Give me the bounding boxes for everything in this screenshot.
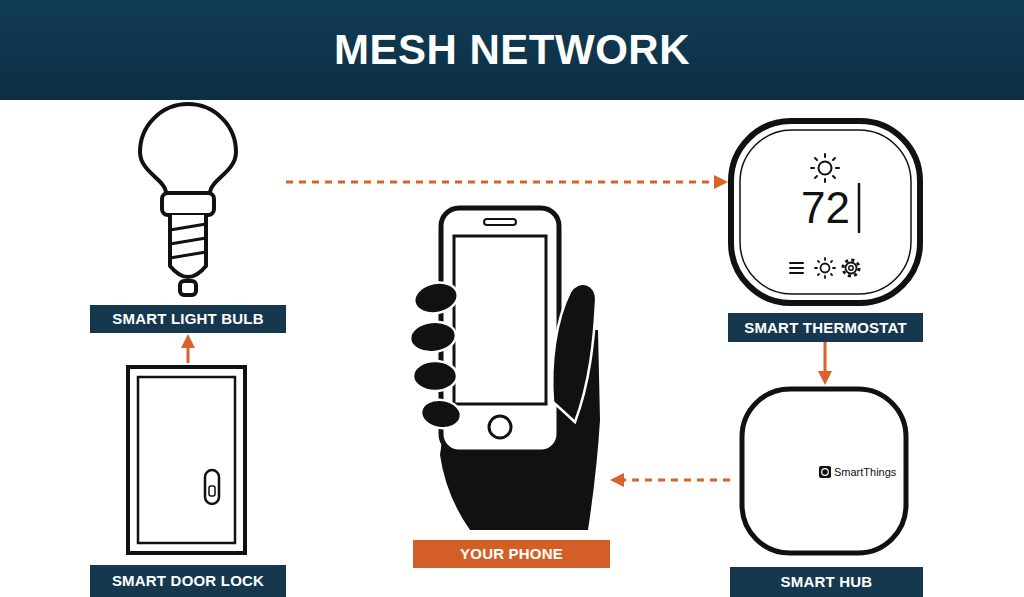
gear-hole bbox=[849, 266, 853, 270]
ray bbox=[833, 267, 835, 269]
finger bbox=[411, 279, 460, 317]
bulb-thread bbox=[170, 252, 206, 258]
door-panel bbox=[138, 377, 235, 543]
ray bbox=[833, 158, 835, 160]
device-label: SMART THERMOSTAT bbox=[728, 313, 923, 342]
lock-latch bbox=[209, 486, 215, 496]
fingers bbox=[409, 279, 463, 431]
ray bbox=[831, 274, 832, 275]
hub-icon bbox=[742, 389, 906, 553]
brand-logo-ring bbox=[822, 469, 829, 476]
thumb bbox=[552, 284, 596, 422]
ray bbox=[824, 179, 826, 182]
brand-name: SmartThings bbox=[834, 464, 896, 480]
page-title: MESH NETWORK bbox=[0, 0, 1024, 100]
bulb-icon bbox=[140, 104, 236, 295]
ray bbox=[815, 267, 817, 269]
bulb-thread bbox=[170, 238, 206, 244]
door-icon bbox=[128, 367, 245, 553]
phone-node: YOUR PHONE bbox=[413, 205, 610, 568]
device-node: SMART LIGHT BULB bbox=[90, 108, 286, 334]
finger bbox=[413, 361, 457, 391]
menu-line bbox=[790, 262, 803, 264]
ray bbox=[831, 261, 832, 262]
brand-logo bbox=[819, 466, 831, 478]
ray bbox=[824, 276, 826, 278]
ray bbox=[833, 176, 835, 178]
sun-rays bbox=[811, 154, 839, 182]
bulb-globe bbox=[140, 104, 236, 193]
finger bbox=[409, 320, 458, 355]
menu-line bbox=[790, 272, 803, 274]
hub-body bbox=[742, 389, 906, 553]
arrow bbox=[824, 342, 827, 371]
ray bbox=[824, 154, 826, 157]
ray bbox=[818, 274, 819, 275]
lock-body bbox=[205, 470, 219, 504]
phone-in-hand-icon bbox=[409, 208, 600, 530]
small-sun-symbol bbox=[821, 264, 830, 273]
device-label: SMART LIGHT BULB bbox=[90, 305, 286, 333]
door-frame bbox=[128, 367, 245, 553]
bulb-tip bbox=[180, 281, 196, 295]
menu-symbol bbox=[790, 263, 803, 273]
arrow bbox=[187, 348, 190, 363]
ray bbox=[815, 176, 817, 178]
bulb-thread bbox=[170, 224, 206, 230]
bulb-collar bbox=[162, 193, 214, 215]
menu-line bbox=[790, 267, 803, 269]
device-label: SMART DOOR LOCK bbox=[90, 565, 286, 597]
gear-ring bbox=[846, 263, 857, 274]
temperature-reading: 72 bbox=[728, 184, 923, 232]
small-sun-rays bbox=[815, 258, 835, 278]
level-bar bbox=[858, 184, 861, 232]
ray bbox=[818, 261, 819, 262]
ray bbox=[824, 258, 826, 260]
bulb-base bbox=[170, 215, 206, 277]
device-node: SmartThingsSMART HUB bbox=[730, 385, 923, 597]
device-node: 72SMART THERMOSTAT bbox=[728, 118, 923, 342]
phone-label: YOUR PHONE bbox=[413, 540, 610, 568]
dotted-arrow bbox=[286, 181, 714, 184]
ray bbox=[836, 167, 839, 169]
home-button bbox=[489, 416, 511, 438]
finger bbox=[419, 397, 463, 430]
gear-teeth bbox=[843, 260, 859, 276]
ray bbox=[815, 158, 817, 160]
title-banner: MESH NETWORK bbox=[0, 0, 1024, 100]
device-label: SMART HUB bbox=[730, 567, 923, 597]
phone-screen bbox=[454, 236, 546, 404]
ray bbox=[811, 167, 814, 169]
sun-symbol bbox=[819, 162, 832, 175]
device-node: SMART DOOR LOCK bbox=[90, 363, 286, 597]
phone-speaker bbox=[484, 219, 516, 225]
dotted-arrow bbox=[624, 479, 730, 482]
